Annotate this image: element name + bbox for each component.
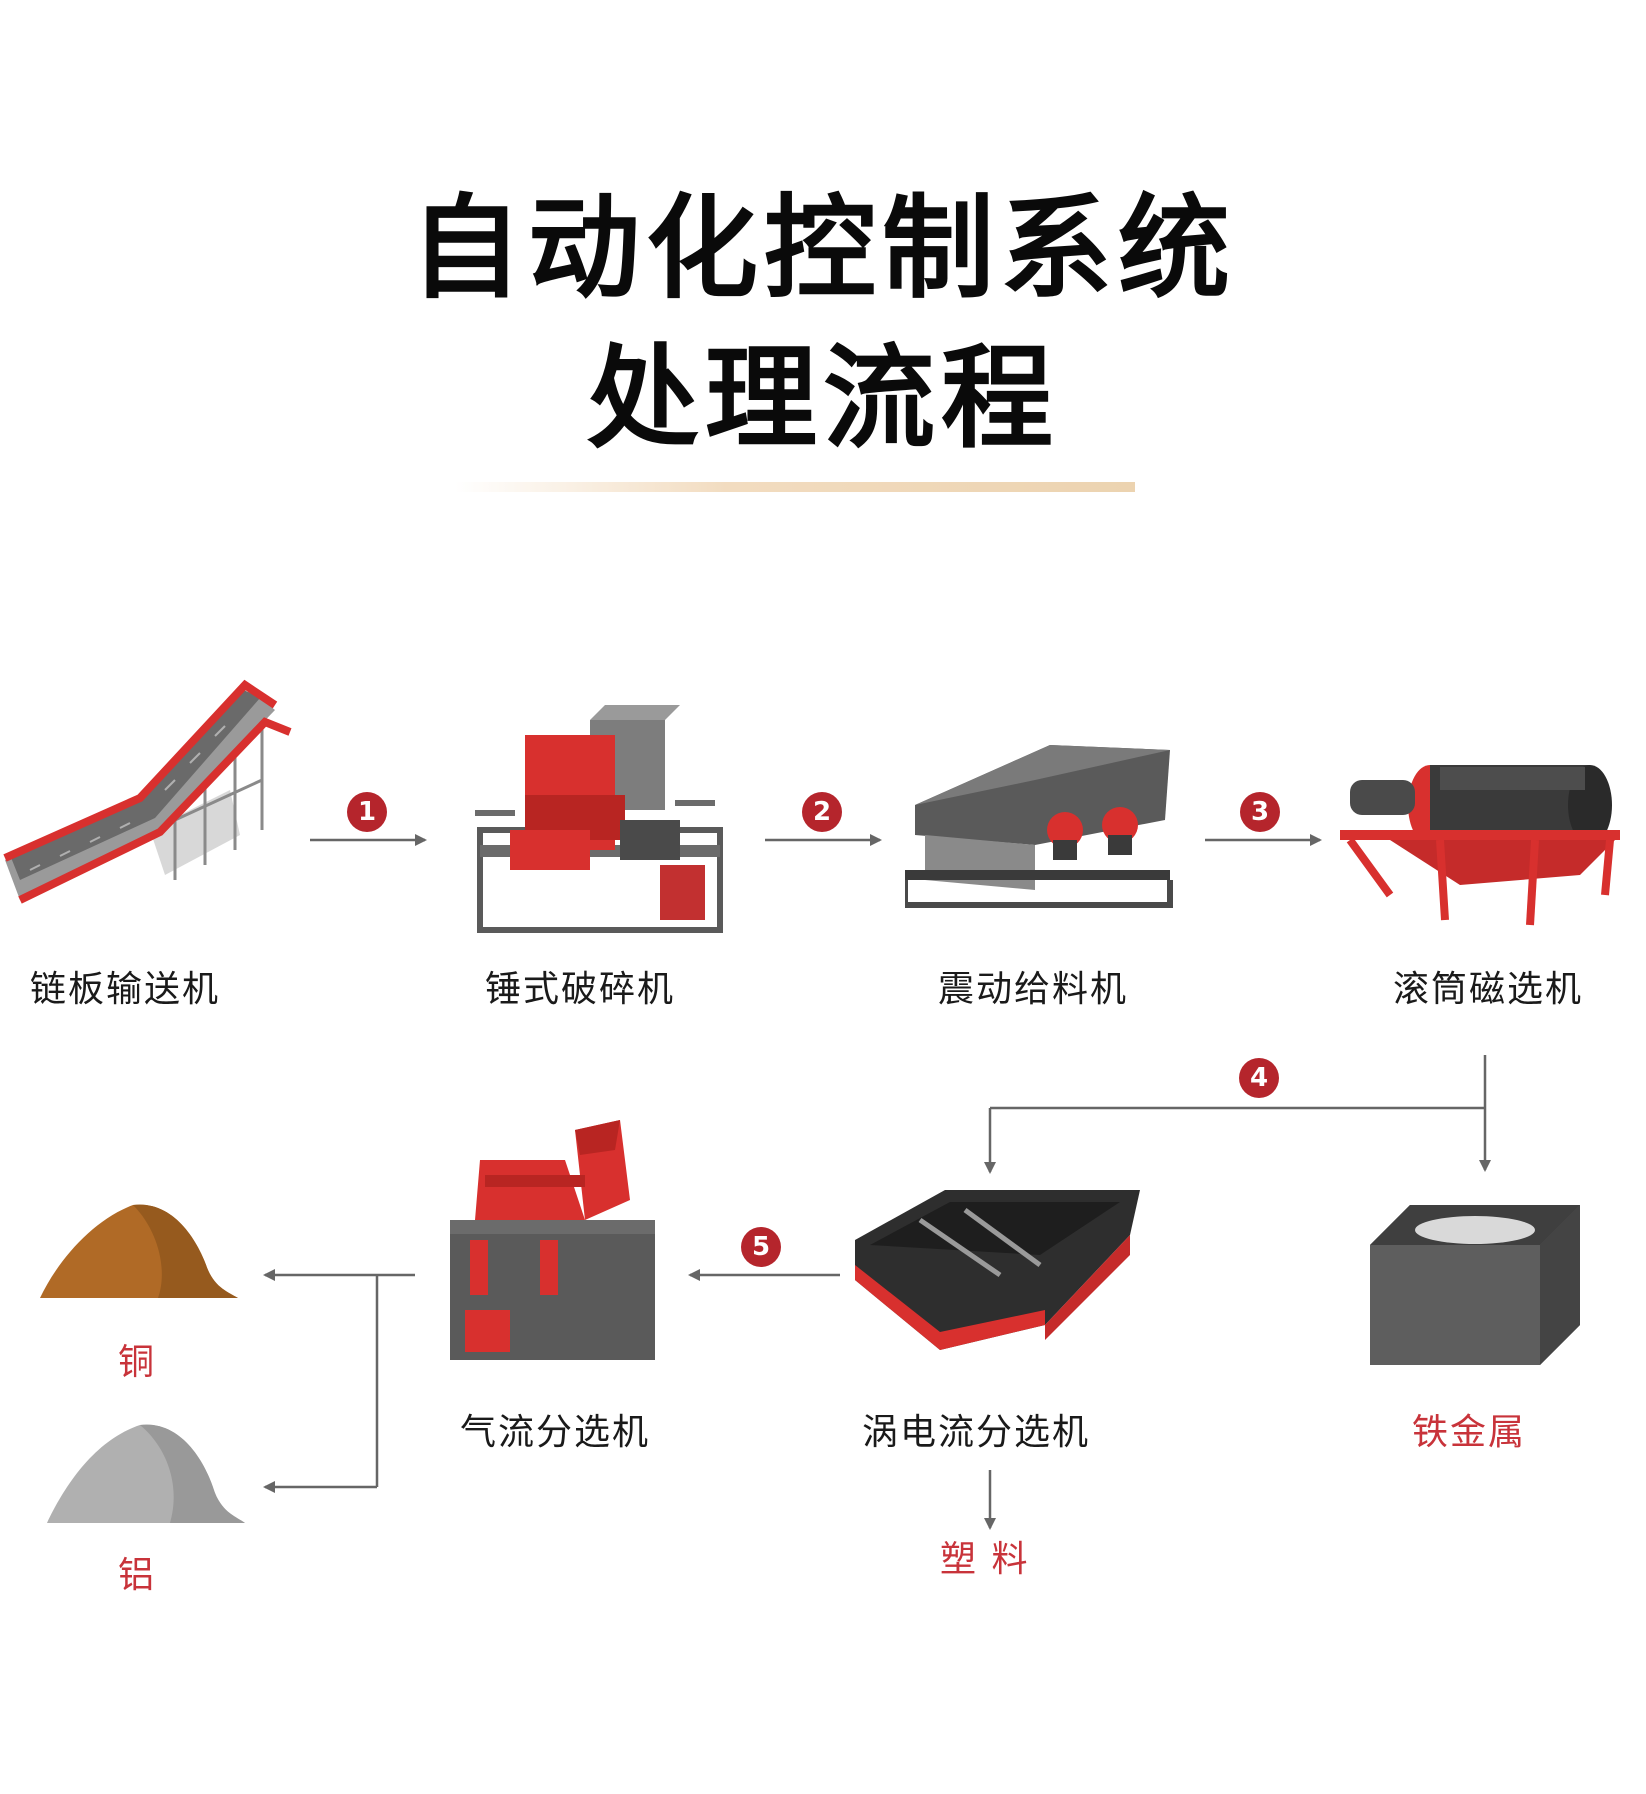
aluminum-pile-image [47,1424,245,1523]
drum-magnetic-separator-image [1340,765,1620,926]
label-eddy-current-separator: 涡电流分选机 [862,1412,1091,1453]
page-title-line-2: 处理流程 [587,334,1059,464]
hammer-crusher-image [475,705,723,933]
label-copper: 铜 [118,1342,157,1383]
step-badge-3: 3 [1240,792,1280,832]
step-badge-1: 1 [347,792,387,832]
step-badge-2: 2 [802,792,842,832]
eddy-current-separator-image [855,1190,1140,1350]
label-iron-metal: 铁金属 [1412,1412,1527,1453]
page-title-line-1: 自动化控制系统 [410,184,1236,314]
step-badge-4: 4 [1239,1058,1279,1098]
step-badge-5: 5 [741,1227,781,1267]
air-flow-separator-image [450,1120,655,1360]
vibrating-feeder-image [905,745,1173,908]
label-hammer-crusher: 锤式破碎机 [485,969,676,1010]
title-underline [455,482,1135,492]
copper-pile-image [40,1204,238,1298]
label-aluminum: 铝 [118,1555,157,1596]
label-air-flow-separator: 气流分选机 [460,1412,651,1453]
iron-metal-box-image [1370,1205,1580,1365]
label-drum-magnetic-separator: 滚筒磁选机 [1393,969,1584,1010]
chain-conveyor-image [3,679,292,904]
label-vibrating-feeder: 震动给料机 [938,969,1129,1010]
label-plastic: 塑 料 [940,1539,1030,1580]
label-chain-conveyor: 链板输送机 [30,969,221,1010]
